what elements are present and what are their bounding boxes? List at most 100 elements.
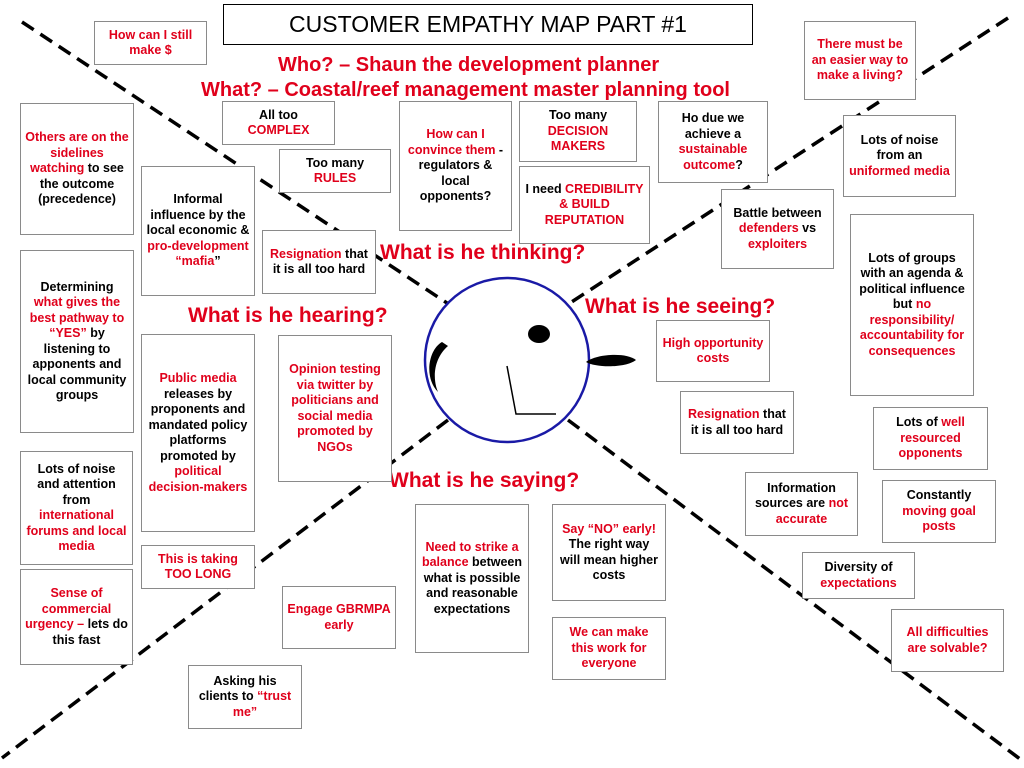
note-text: I need CREDIBILITY & BUILD REPUTATION xyxy=(524,182,645,229)
diagonal-line-top-left xyxy=(21,20,448,305)
note-text-highlight: uniformed media xyxy=(849,163,950,178)
note-text: Battle between defenders vs exploiters xyxy=(726,206,829,253)
note-text-plain: - regulators & local opponents? xyxy=(418,142,504,204)
note-text: Lots of noise from an uniformed media xyxy=(848,133,951,180)
note-all-too-complex: All too COMPLEX xyxy=(222,101,335,145)
note-easier-way: There must be an easier way to make a li… xyxy=(804,21,916,100)
note-text-highlight: well resourced opponents xyxy=(898,415,965,461)
note-text-highlight: no responsibility/ accountability for co… xyxy=(859,297,965,358)
note-text-highlight: sustainable outcome xyxy=(678,142,748,172)
note-text-highlight: All difficulties are solvable? xyxy=(906,625,989,655)
note-too-long: This is taking TOO LONG xyxy=(141,545,255,589)
note-text: Asking his clients to “trust me” xyxy=(193,674,297,721)
note-text: Too many RULES xyxy=(284,156,386,187)
note-text-highlight: CREDIBILITY & BUILD REPUTATION xyxy=(544,181,644,227)
note-text-highlight: RULES xyxy=(313,171,357,185)
note-text-plain: Determining xyxy=(40,279,114,294)
note-text-highlight: Resignation xyxy=(688,407,760,421)
note-text: Lots of noise and attention from interna… xyxy=(25,462,128,555)
note-too-many-rules: Too many RULES xyxy=(279,149,391,193)
note-text-highlight: “trust me” xyxy=(232,689,292,719)
note-text-highlight: Others are on the sidelines watching xyxy=(25,130,129,176)
note-moving-goal: Constantly moving goal posts xyxy=(882,480,996,543)
note-text-highlight: exploiters xyxy=(747,236,808,251)
note-text: All too COMPLEX xyxy=(227,108,330,139)
note-say-no: Say “NO” early! The right way will mean … xyxy=(552,504,666,601)
note-text-plain: Too many xyxy=(305,155,365,170)
note-decision-makers: Too many DECISION MAKERS xyxy=(519,101,637,162)
note-text: Diversity of expectations xyxy=(807,560,910,591)
note-text: High opportunity costs xyxy=(661,336,765,367)
note-text: This is taking TOO LONG xyxy=(146,552,250,583)
note-text: Need to strike a balance between what is… xyxy=(420,540,524,618)
note-text-plain: Asking his clients to xyxy=(198,673,277,704)
note-text-highlight: Opinion testing via twitter by politicia… xyxy=(289,362,381,454)
note-text-plain: Too many xyxy=(548,108,608,123)
page-title: CUSTOMER EMPATHY MAP PART #1 xyxy=(223,4,753,45)
note-diversity: Diversity of expectations xyxy=(802,552,915,599)
note-text-plain: I need xyxy=(525,181,566,196)
note-commercial-urgency: Sense of commercial urgency – lets do th… xyxy=(20,569,133,665)
note-text-plain: Informal influence by the local economic… xyxy=(146,192,250,238)
note-text: Lots of groups with an agenda & politica… xyxy=(855,251,969,360)
note-text: Lots of well resourced opponents xyxy=(878,415,983,462)
note-text-highlight: How can I convince them xyxy=(407,127,496,157)
note-text-highlight: This is taking TOO LONG xyxy=(158,551,238,582)
note-strike-balance: Need to strike a balance between what is… xyxy=(415,504,529,653)
note-text-plain: that it is all too hard xyxy=(690,407,786,437)
note-text: We can make this work for everyone xyxy=(557,625,661,672)
note-text: Ho due we achieve a sustainable outcome? xyxy=(663,111,763,173)
note-text-plain: between what is possible and reasonable … xyxy=(423,555,523,616)
note-text-highlight: There must be an easier way to make a li… xyxy=(811,37,909,83)
note-text: How can I convince them - regulators & l… xyxy=(404,127,507,205)
note-text-plain: Lots of noise from an xyxy=(860,132,939,163)
note-determining: Determining what gives the best pathway … xyxy=(20,250,134,433)
note-text-plain: The right way will mean higher costs xyxy=(560,537,658,582)
note-text-highlight: How can I still make $ xyxy=(108,27,193,58)
mouth xyxy=(586,354,636,367)
who-subtitle: Who? – Shaun the development planner xyxy=(278,54,660,76)
note-text: Information sources are not accurate xyxy=(750,481,853,528)
note-text: How can I still make $ xyxy=(99,28,202,59)
note-text-highlight: Engage GBRMPA early xyxy=(287,602,391,632)
note-all-difficulties: All difficulties are solvable? xyxy=(891,609,1004,672)
note-text-highlight: international forums and local media xyxy=(26,508,127,553)
note-text-highlight: Sense of commercial urgency – xyxy=(25,586,112,631)
note-text-highlight: Need to strike a balance xyxy=(421,539,519,570)
note-text-highlight: Public media xyxy=(159,371,237,385)
note-text-plain: releases by proponents and mandated poli… xyxy=(148,386,248,463)
note-text-highlight: Say “NO” early! xyxy=(562,521,656,536)
note-text-highlight: DECISION MAKERS xyxy=(547,123,609,154)
note-text-plain: lets do this fast xyxy=(52,617,128,647)
note-text-highlight: We can make this work for everyone xyxy=(569,625,649,671)
what-subtitle: What? – Coastal/reef management master p… xyxy=(201,79,730,101)
note-text: Determining what gives the best pathway … xyxy=(25,280,129,404)
note-well-resourced: Lots of well resourced opponents xyxy=(873,407,988,470)
note-text-highlight: Resignation xyxy=(270,246,342,261)
note-text: Constantly moving goal posts xyxy=(887,488,991,535)
note-resignation-think: Resignation that it is all too hard xyxy=(262,230,376,294)
note-text: There must be an easier way to make a li… xyxy=(809,37,911,84)
note-text-plain: Ho due we achieve a xyxy=(681,111,745,141)
eye xyxy=(528,325,550,343)
note-text-plain: vs xyxy=(798,221,817,236)
note-text-plain: ? xyxy=(735,157,743,172)
face-icon xyxy=(423,276,636,444)
note-text-plain: Information sources are xyxy=(754,480,836,511)
note-text-plain: Lots of groups with an agenda & politica… xyxy=(859,250,965,312)
note-public-media: Public media releases by proponents and … xyxy=(141,334,255,532)
note-text-highlight: pro-development “mafia xyxy=(147,238,249,269)
note-text: Public media releases by proponents and … xyxy=(146,371,250,495)
note-credibility: I need CREDIBILITY & BUILD REPUTATION xyxy=(519,166,650,244)
note-text-plain: Diversity of xyxy=(824,560,893,574)
note-sidelines: Others are on the sidelines watching to … xyxy=(20,103,134,235)
note-groups-agenda: Lots of groups with an agenda & politica… xyxy=(850,214,974,396)
note-opinion-testing: Opinion testing via twitter by politicia… xyxy=(278,335,392,482)
note-convince-them: How can I convince them - regulators & l… xyxy=(399,101,512,231)
note-engage: Engage GBRMPA early xyxy=(282,586,396,649)
note-text-plain: All too xyxy=(259,107,298,122)
note-text: Engage GBRMPA early xyxy=(287,602,391,633)
note-text-plain: ” xyxy=(214,254,221,269)
note-text-highlight: what gives the best pathway to “YES” xyxy=(29,295,125,340)
note-noise-international: Lots of noise and attention from interna… xyxy=(20,451,133,565)
